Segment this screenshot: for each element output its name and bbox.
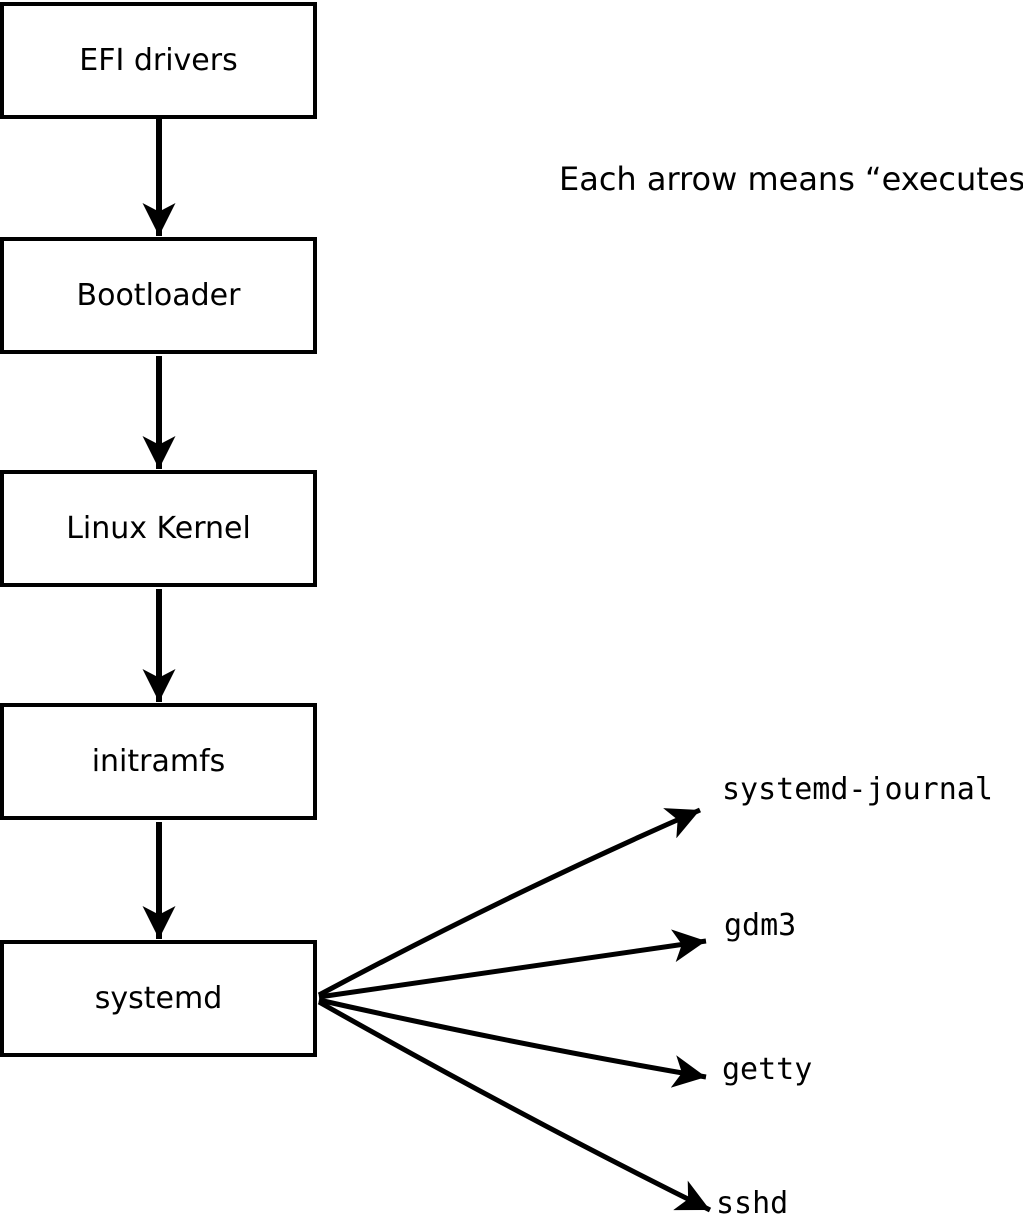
flow-box-label: initramfs xyxy=(91,743,226,779)
target-label-getty: getty xyxy=(722,1052,813,1087)
target-label-gdm3: gdm3 xyxy=(724,908,797,943)
arrow-systemd-to-gdm3 xyxy=(318,929,707,1000)
arrow-systemd-to-getty xyxy=(318,997,707,1088)
flow-box-systemd: systemd xyxy=(0,940,317,1057)
flow-box-linux-kernel: Linux Kernel xyxy=(0,470,317,587)
flow-box-label: EFI drivers xyxy=(79,42,238,78)
flow-box-efi-drivers: EFI drivers xyxy=(0,2,317,119)
target-label-sshd: sshd xyxy=(716,1186,789,1221)
flow-box-label: Bootloader xyxy=(76,277,241,313)
target-label-systemd-journal: systemd-journal xyxy=(722,772,993,807)
flow-box-initramfs: initramfs xyxy=(0,703,317,820)
arrow-systemd-to-systemd-journal xyxy=(317,807,701,998)
flow-box-label: Linux Kernel xyxy=(66,510,251,546)
flow-box-bootloader: Bootloader xyxy=(0,237,317,354)
flow-box-label: systemd xyxy=(94,980,223,1016)
arrow-systemd-to-sshd xyxy=(317,999,712,1213)
legend-note: Each arrow means “executes”. xyxy=(559,160,1023,198)
